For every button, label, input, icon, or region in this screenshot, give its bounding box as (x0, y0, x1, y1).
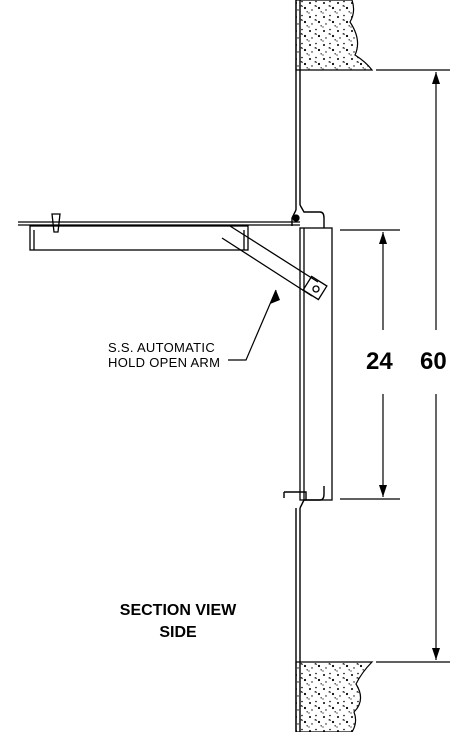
dimension-24-label: 24 (366, 348, 393, 375)
bottom-concrete-slab (295, 661, 374, 732)
callout-leader (228, 289, 277, 361)
callout-arrowhead (270, 290, 280, 304)
dimension-24 (340, 229, 400, 500)
hold-open-arm (221, 225, 328, 301)
callout-line-2: HOLD OPEN ARM (108, 355, 221, 370)
dimension-60 (376, 69, 450, 663)
dimension-60-label: 60 (420, 348, 447, 375)
callout-label: S.S. AUTOMATIC HOLD OPEN ARM (108, 340, 220, 370)
view-title: SECTION VIEW SIDE (108, 600, 248, 644)
view-title-line-1: SECTION VIEW (119, 602, 237, 619)
opening-frame-channel (299, 227, 333, 501)
view-title-line-2: SIDE (159, 624, 197, 641)
top-concrete-slab (295, 0, 374, 71)
door-leaf (18, 213, 300, 251)
callout-line-1: S.S. AUTOMATIC (108, 340, 216, 355)
upper-frame-plates (291, 0, 325, 228)
